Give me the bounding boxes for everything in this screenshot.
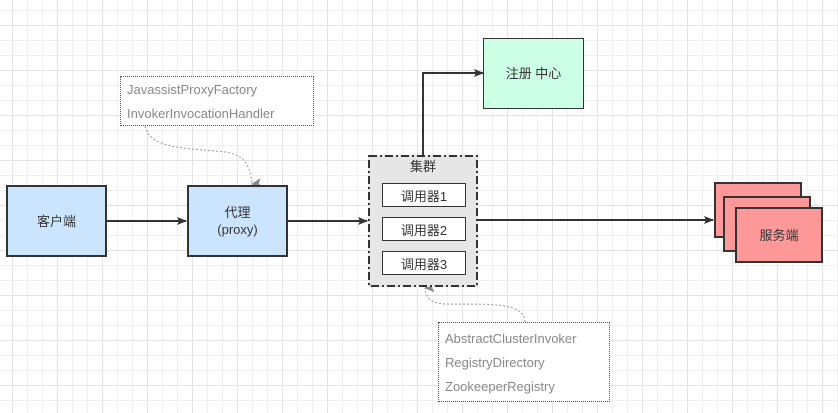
cluster-container[interactable]: 集群 调用器1 调用器2 调用器3 <box>368 155 478 287</box>
client-node[interactable]: 客户端 <box>6 185 107 257</box>
client-label: 客户端 <box>36 213 76 229</box>
invoker-3[interactable]: 调用器3 <box>382 251 466 275</box>
edge-note-cluster <box>424 282 526 323</box>
cluster-implementation-note: AbstractClusterInvoker RegistryDirectory… <box>438 322 610 402</box>
note-line: AbstractClusterInvoker <box>445 331 577 346</box>
edge-cluster-registry <box>422 69 484 155</box>
note-line: InvokerInvocationHandler <box>127 106 275 121</box>
proxy-sublabel: (proxy) <box>217 222 258 237</box>
proxy-label: 代理 <box>224 205 251 220</box>
provider-label: 服务端 <box>759 227 799 243</box>
provider-node[interactable]: 服务端 <box>735 207 823 263</box>
proxy-implementation-note: JavassistProxyFactory InvokerInvocationH… <box>120 76 314 126</box>
invoker-1[interactable]: 调用器1 <box>382 183 466 207</box>
cluster-title: 集群 <box>409 159 436 174</box>
registry-node[interactable]: 注册 中心 <box>483 38 584 109</box>
cluster-border <box>368 155 478 287</box>
note-line: JavassistProxyFactory <box>127 82 258 97</box>
proxy-node[interactable]: 代理 (proxy) <box>187 185 288 257</box>
edge-note-proxy <box>144 125 262 189</box>
note-line: ZookeeperRegistry <box>445 379 555 394</box>
registry-label: 注册 中心 <box>505 66 562 81</box>
note-line: RegistryDirectory <box>445 355 545 370</box>
invoker-2[interactable]: 调用器2 <box>382 217 466 241</box>
